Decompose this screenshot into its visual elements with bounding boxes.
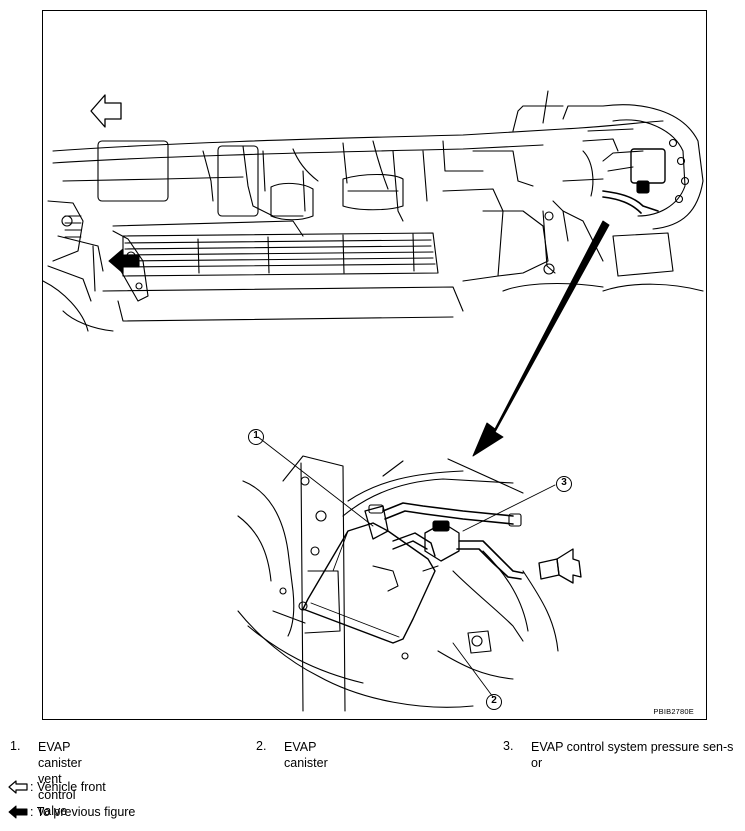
legend-text: EVAP control system pressure sen-sor: [531, 740, 734, 770]
key-vehicle-front: : Vehicle front: [8, 780, 106, 794]
callout-1: [248, 429, 264, 445]
legend-text: EVAP canister: [284, 740, 328, 770]
callout-number-1: 1: [253, 430, 259, 441]
key-previous-figure: : To previous figure: [8, 805, 135, 819]
key-previous-figure-label: : To previous figure: [30, 805, 136, 819]
key-vehicle-front-label: : Vehicle front: [30, 780, 106, 794]
previous-figure-arrow-icon: [108, 248, 140, 274]
legend-number: 3.: [503, 739, 514, 753]
legend-number: 2.: [256, 739, 267, 753]
outline-arrow-icon: [8, 780, 28, 794]
detail-vehicle-front-arrow-icon: [556, 548, 582, 584]
evap-canister: [302, 522, 436, 644]
callout-3: [556, 476, 572, 492]
pointer-arrow: [472, 220, 610, 457]
figure-code: PBIB2780E: [653, 707, 694, 716]
vehicle-front-arrow-icon: [90, 94, 122, 128]
solid-arrow-icon: [8, 805, 28, 819]
legend-text: EVAP canister vent control valve: [38, 740, 82, 818]
callout-number-2: 2: [491, 695, 497, 706]
vent-control-valve: [364, 505, 389, 540]
diagram-frame: 1 3 2 PBIB2780E: [42, 10, 707, 720]
callout-number-3: 3: [561, 477, 567, 488]
underbody-illustration: [43, 90, 704, 712]
callout-2: [486, 694, 502, 710]
legend-number: 1.: [10, 739, 21, 753]
